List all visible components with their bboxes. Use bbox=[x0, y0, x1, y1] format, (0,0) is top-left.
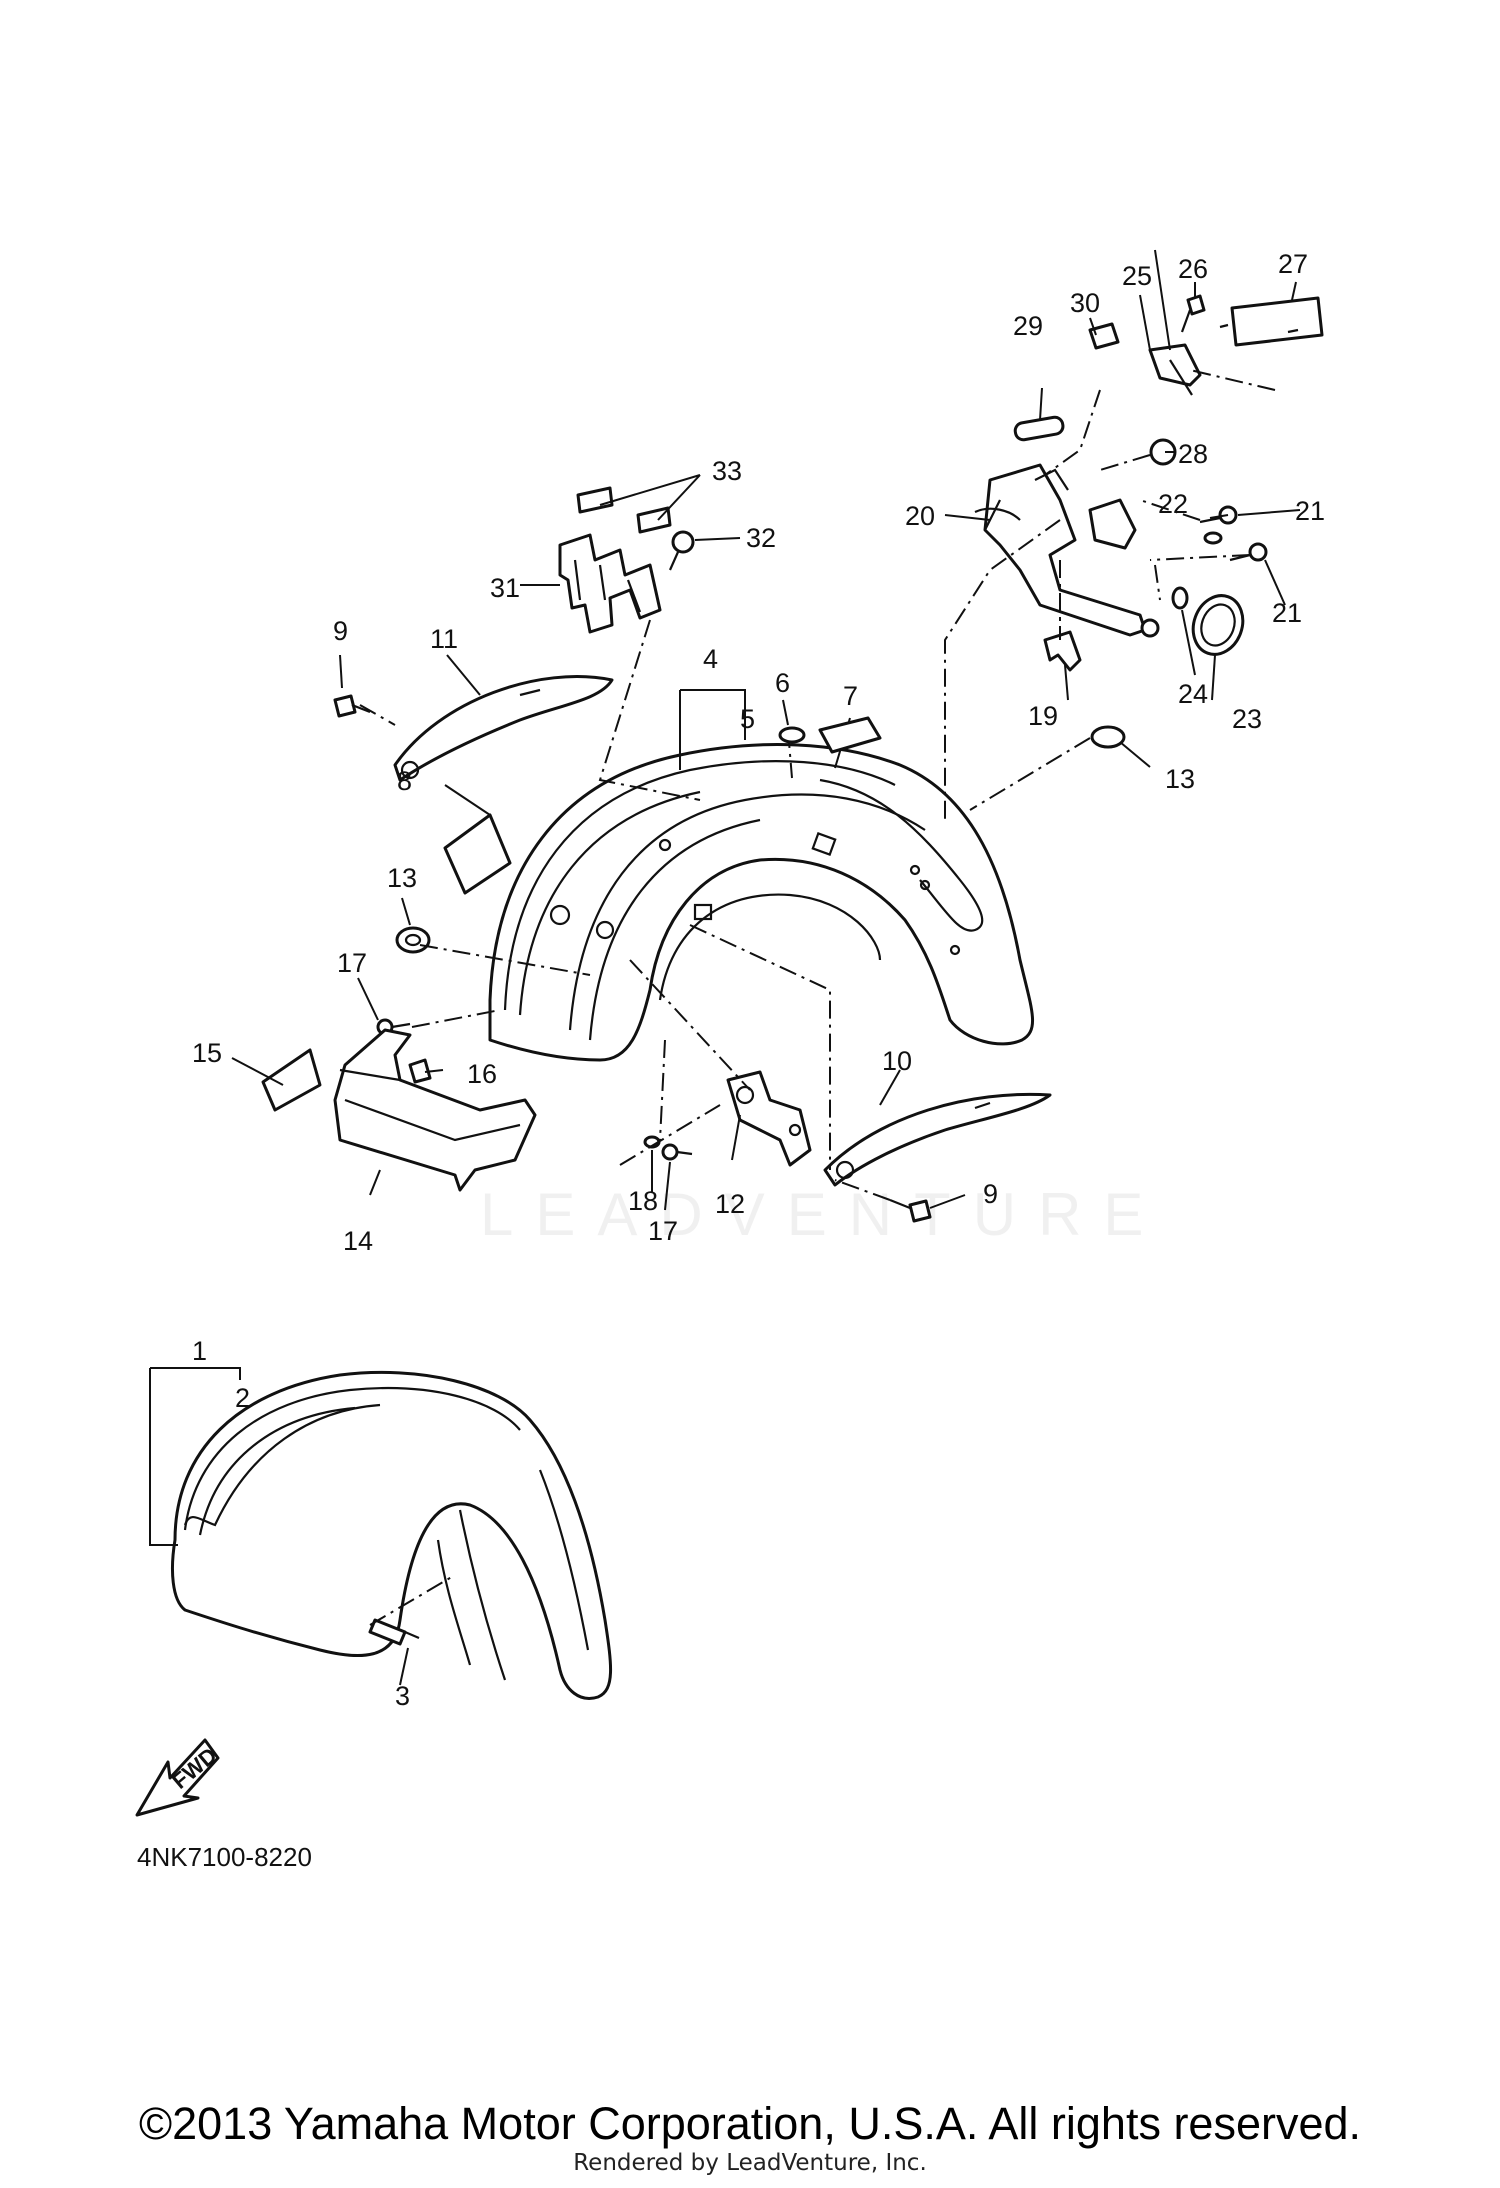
rendered-by-credit: Rendered by LeadVenture, Inc. bbox=[573, 2150, 927, 2176]
callout-22[interactable]: 22 bbox=[1158, 489, 1188, 519]
label-7[interactable] bbox=[818, 716, 882, 754]
callout-14[interactable]: 14 bbox=[343, 1226, 373, 1256]
callout-13-left[interactable]: 13 bbox=[387, 863, 417, 893]
bolt-26[interactable] bbox=[1180, 294, 1206, 333]
callout-27[interactable]: 27 bbox=[1278, 249, 1308, 279]
callout-labels: 27 26 25 30 29 33 32 31 28 20 22 21 21 9… bbox=[192, 249, 1325, 1711]
washer-24[interactable] bbox=[1171, 586, 1189, 610]
callout-7[interactable]: 7 bbox=[843, 681, 858, 711]
diagram-reference-code: 4NK7100-8220 bbox=[137, 1842, 312, 1872]
bolt-9-left[interactable] bbox=[333, 694, 371, 718]
callout-24[interactable]: 24 bbox=[1178, 679, 1208, 709]
mount-bracket[interactable] bbox=[558, 533, 662, 634]
callout-9-left[interactable]: 9 bbox=[333, 616, 348, 646]
watermark: LEADVENTURE bbox=[480, 1181, 1166, 1248]
callout-3[interactable]: 3 bbox=[395, 1681, 410, 1711]
label-15[interactable] bbox=[261, 1048, 322, 1112]
callout-11[interactable]: 11 bbox=[430, 624, 458, 654]
callout-6[interactable]: 6 bbox=[775, 668, 790, 698]
callout-33[interactable]: 33 bbox=[712, 456, 742, 486]
tail-light-cover-14[interactable] bbox=[333, 1028, 537, 1192]
callout-17-right[interactable]: 17 bbox=[648, 1216, 678, 1246]
callout-1[interactable]: 1 bbox=[192, 1336, 207, 1366]
washer-6[interactable] bbox=[778, 726, 806, 744]
bracket-12[interactable] bbox=[726, 1070, 812, 1167]
rear-fender[interactable] bbox=[488, 743, 1035, 1062]
callout-5[interactable]: 5 bbox=[740, 704, 755, 734]
bolt-17-right[interactable] bbox=[661, 1143, 693, 1161]
fender-stay-left[interactable] bbox=[393, 675, 614, 782]
callout-17-left[interactable]: 17 bbox=[337, 948, 367, 978]
washer-22[interactable] bbox=[1203, 531, 1223, 545]
callout-13-right[interactable]: 13 bbox=[1165, 764, 1195, 794]
callout-2[interactable]: 2 bbox=[235, 1383, 250, 1413]
callout-18[interactable]: 18 bbox=[628, 1186, 658, 1216]
reflector-23[interactable] bbox=[1185, 589, 1251, 662]
callout-32[interactable]: 32 bbox=[746, 523, 776, 553]
rubber-pad-lower[interactable] bbox=[636, 506, 672, 534]
clip-19[interactable] bbox=[1043, 630, 1082, 672]
reflector-plate[interactable] bbox=[1219, 296, 1324, 347]
callout-16[interactable]: 16 bbox=[467, 1059, 497, 1089]
front-fender-bolt[interactable] bbox=[368, 1618, 420, 1646]
callout-20[interactable]: 20 bbox=[905, 501, 935, 531]
callout-9-right[interactable]: 9 bbox=[983, 1179, 998, 1209]
callout-4[interactable]: 4 bbox=[703, 644, 718, 674]
callout-31[interactable]: 31 bbox=[490, 573, 520, 603]
copyright-notice: ©2013 Yamaha Motor Corporation, U.S.A. A… bbox=[138, 2098, 1362, 2149]
license-bracket[interactable] bbox=[974, 463, 1160, 638]
grommet-13-right[interactable] bbox=[1090, 725, 1126, 749]
license-light-bracket[interactable] bbox=[1148, 343, 1202, 396]
callout-23[interactable]: 23 bbox=[1232, 704, 1262, 734]
bolt-9-right[interactable] bbox=[889, 1198, 932, 1223]
callout-25[interactable]: 25 bbox=[1122, 261, 1152, 291]
callout-8[interactable]: 8 bbox=[397, 766, 412, 796]
callout-15[interactable]: 15 bbox=[192, 1038, 222, 1068]
callout-12[interactable]: 12 bbox=[715, 1189, 745, 1219]
bolt-21-upper[interactable] bbox=[1199, 505, 1238, 525]
callout-21-upper[interactable]: 21 bbox=[1295, 496, 1325, 526]
fender-stay-right[interactable] bbox=[823, 1092, 1052, 1187]
front-fender[interactable] bbox=[170, 1370, 612, 1700]
grommet-13-left[interactable] bbox=[395, 926, 431, 954]
callout-19[interactable]: 19 bbox=[1028, 701, 1058, 731]
callout-30[interactable]: 30 bbox=[1070, 288, 1100, 318]
callout-28[interactable]: 28 bbox=[1178, 439, 1208, 469]
callout-26[interactable]: 26 bbox=[1178, 254, 1208, 284]
bolt-21-lower[interactable] bbox=[1229, 542, 1268, 562]
callout-29[interactable]: 29 bbox=[1013, 311, 1043, 341]
label-8[interactable] bbox=[443, 813, 512, 895]
callout-21-lower[interactable]: 21 bbox=[1272, 598, 1302, 628]
rubber-pad-upper[interactable] bbox=[576, 486, 614, 514]
callout-10[interactable]: 10 bbox=[882, 1046, 912, 1076]
collar-pin[interactable] bbox=[1013, 415, 1065, 442]
bracket-bolt[interactable] bbox=[668, 530, 695, 571]
clip-16[interactable] bbox=[408, 1058, 432, 1084]
fwd-arrow-icon: FWD bbox=[135, 1738, 222, 1817]
bracket-plate[interactable] bbox=[1088, 498, 1137, 550]
cap-nut-30[interactable] bbox=[1088, 322, 1120, 350]
